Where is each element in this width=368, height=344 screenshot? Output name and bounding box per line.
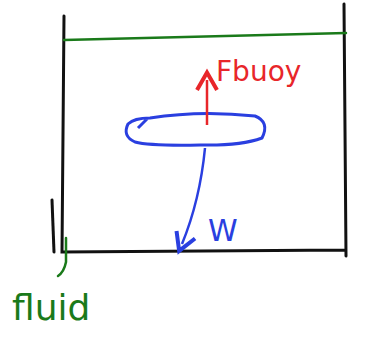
region-label: fluid — [12, 290, 90, 326]
container-mark — [52, 200, 54, 252]
leader-line — [58, 238, 66, 276]
fluid-surface — [64, 33, 346, 40]
force-label: W — [208, 216, 238, 246]
force-label: Fbuoy — [216, 58, 301, 86]
container-outline — [62, 4, 346, 256]
buoyancy-arrow — [206, 80, 209, 125]
floating-object — [126, 113, 265, 145]
weight-arrow — [182, 148, 205, 244]
